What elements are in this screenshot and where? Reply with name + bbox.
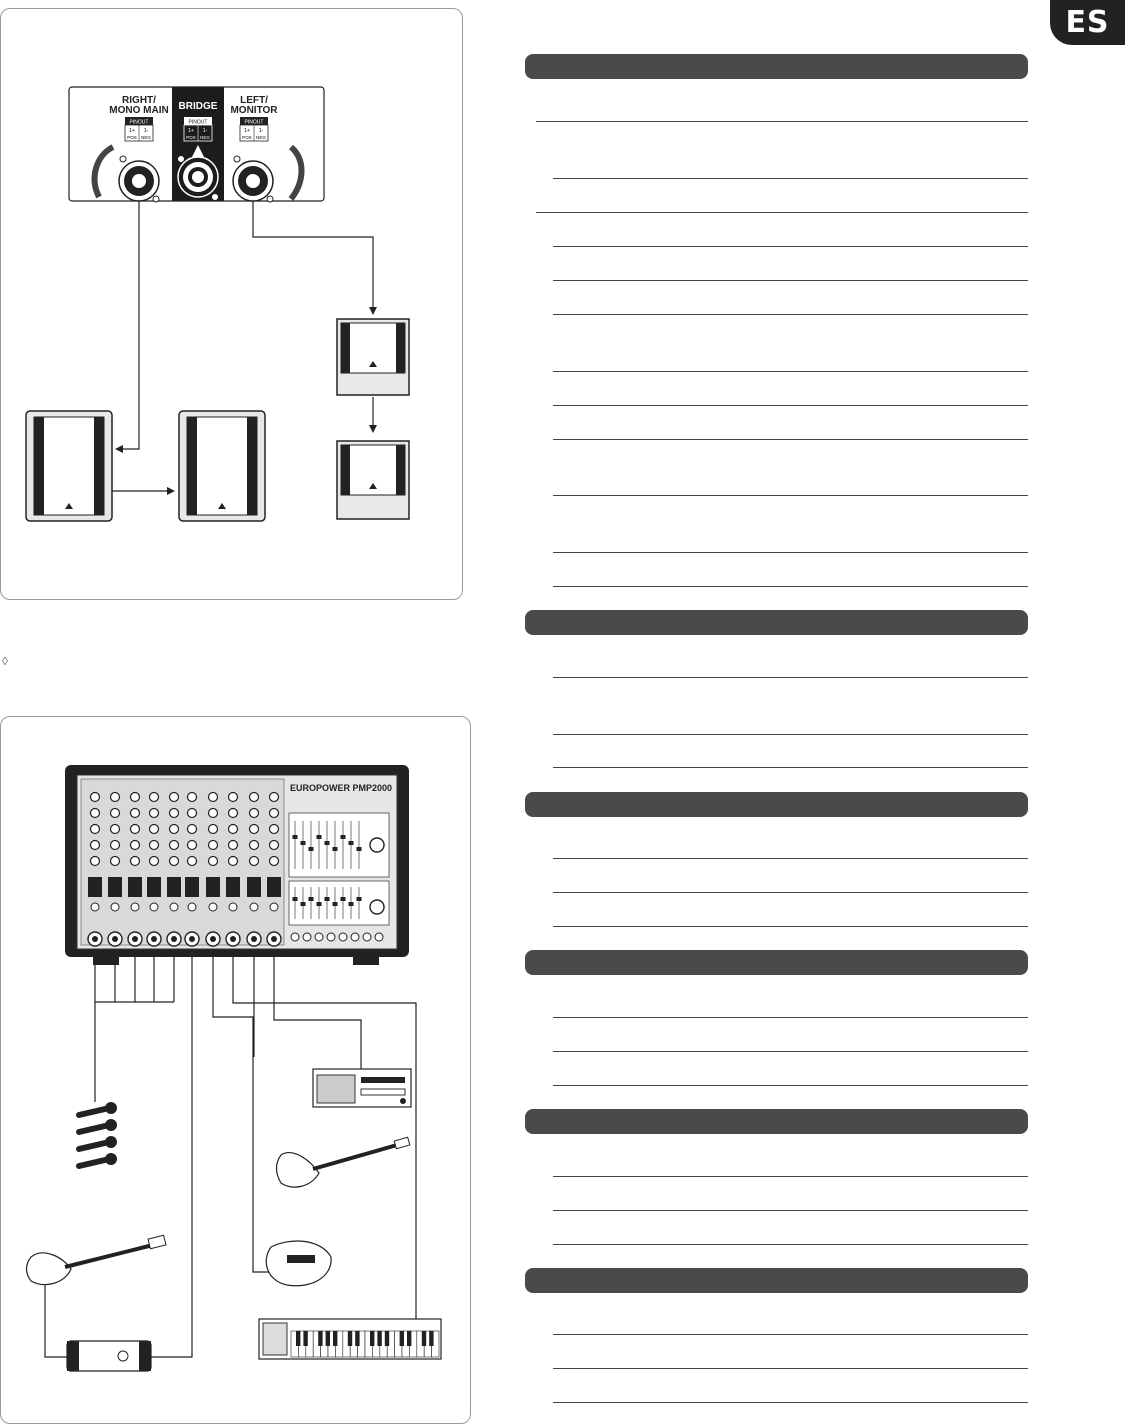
spec-row-divider — [553, 677, 1028, 678]
spec-row-divider — [553, 314, 1028, 315]
spec-section-header-bar — [525, 54, 1028, 79]
spec-row-divider — [553, 892, 1028, 893]
channel-strip — [266, 791, 282, 947]
svg-text:PINOUT: PINOUT — [130, 120, 149, 126]
figure-marker-icon: ◊ — [2, 654, 8, 668]
spec-row-divider — [553, 495, 1028, 496]
speaker-connection-diagram: RIGHT/ MONO MAIN BRIDGE LEFT/ MONITOR PI… — [25, 86, 410, 522]
spec-row-divider — [553, 1210, 1028, 1211]
spec-row-divider — [553, 1334, 1028, 1335]
left-output-label: LEFT/ — [240, 95, 268, 106]
spec-row-divider — [553, 734, 1028, 735]
right-speakon-socket — [118, 155, 160, 203]
spec-section-header-bar — [525, 1268, 1028, 1293]
cable-left — [252, 201, 374, 309]
spec-row-divider — [536, 121, 1028, 122]
right-pinout-box: PINOUT 1+ 1- POS NEG — [124, 117, 154, 142]
spec-row-divider — [553, 767, 1028, 768]
cd-player — [312, 1068, 412, 1108]
warning-icon — [192, 145, 204, 157]
effects-pedal — [265, 1240, 332, 1287]
channel-strip — [184, 791, 200, 947]
spec-row-divider — [553, 178, 1028, 179]
spec-row-divider — [553, 246, 1028, 247]
svg-text:PINOUT: PINOUT — [189, 120, 208, 126]
lock-arrow-left — [91, 144, 115, 199]
channel-strips — [87, 791, 282, 947]
main-speaker-1 — [25, 410, 113, 522]
svg-text:1+: 1+ — [188, 128, 194, 134]
bass-guitar — [25, 1234, 167, 1286]
spec-section-header-bar — [525, 792, 1028, 817]
channel-strip — [127, 791, 143, 947]
eq-sliders — [292, 821, 385, 919]
spec-row-divider — [553, 1176, 1028, 1177]
mixer-connection-diagram: EUROPOWER PMP2000 — [25, 765, 442, 1372]
svg-text:1+: 1+ — [244, 128, 250, 134]
channel-strip — [246, 791, 262, 947]
left-output-label-2: MONITOR — [230, 105, 278, 116]
di-box — [66, 1340, 152, 1372]
spec-row-divider — [553, 371, 1028, 372]
microphones — [76, 1102, 117, 1169]
left-pinout-box: PINOUT 1+ 1- POS NEG — [239, 117, 269, 142]
spec-row-divider — [553, 1051, 1028, 1052]
spec-row-divider — [553, 439, 1028, 440]
channel-strip — [205, 791, 221, 947]
spec-row-divider — [553, 280, 1028, 281]
svg-text:1-: 1- — [144, 128, 149, 134]
channel-strip — [146, 791, 162, 947]
electric-guitar — [275, 1136, 411, 1188]
spec-row-divider — [553, 858, 1028, 859]
spec-row-divider — [553, 926, 1028, 927]
channel-strip — [225, 791, 241, 947]
svg-text:POS: POS — [186, 135, 196, 140]
cable-right — [121, 201, 140, 450]
spec-row-divider — [553, 1402, 1028, 1403]
spec-row-divider — [553, 1085, 1028, 1086]
right-output-label: RIGHT/ — [122, 95, 156, 106]
channel-strip — [87, 791, 103, 947]
mixer-connection-figure: EUROPOWER PMP2000 — [0, 716, 471, 1424]
spec-row-divider — [553, 1368, 1028, 1369]
spec-row-divider — [553, 552, 1028, 553]
spec-row-divider — [553, 405, 1028, 406]
svg-text:PINOUT: PINOUT — [245, 120, 264, 126]
channel-strip — [107, 791, 123, 947]
left-speakon-socket — [232, 155, 274, 203]
channel-strip — [166, 791, 182, 947]
svg-text:NEG: NEG — [200, 135, 210, 140]
speaker-connection-figure: RIGHT/ MONO MAIN BRIDGE LEFT/ MONITOR PI… — [0, 8, 463, 600]
main-speaker-2 — [178, 410, 266, 522]
bridge-speakon-socket — [177, 156, 219, 200]
svg-text:NEG: NEG — [256, 135, 266, 140]
input-cables — [94, 949, 417, 1358]
spec-section-header-bar — [525, 950, 1028, 975]
master-knobs — [290, 932, 384, 942]
spec-row-divider — [553, 1017, 1028, 1018]
bridge-pinout-box: PINOUT 1+ 1- POS NEG — [183, 117, 213, 142]
svg-text:1-: 1- — [259, 128, 264, 134]
bridge-output-label: BRIDGE — [179, 101, 218, 112]
spec-section-header-bar — [525, 1109, 1028, 1134]
spec-section-header-bar — [525, 610, 1028, 635]
spec-row-divider — [553, 1244, 1028, 1245]
spec-row-divider — [536, 212, 1028, 213]
svg-text:1+: 1+ — [129, 128, 135, 134]
monitor-speaker-2 — [336, 440, 410, 520]
mixer-brand-label: EUROPOWER PMP2000 — [290, 783, 392, 793]
language-tab[interactable]: ES — [1050, 0, 1125, 45]
svg-text:POS: POS — [242, 135, 252, 140]
lock-arrow-right — [288, 144, 305, 201]
svg-text:POS: POS — [127, 135, 137, 140]
spec-row-divider — [553, 586, 1028, 587]
keyboard-synth — [258, 1318, 442, 1360]
monitor-speaker-1 — [336, 318, 410, 396]
svg-text:NEG: NEG — [141, 135, 151, 140]
right-output-label-2: MONO MAIN — [109, 105, 168, 116]
svg-text:1-: 1- — [203, 128, 208, 134]
